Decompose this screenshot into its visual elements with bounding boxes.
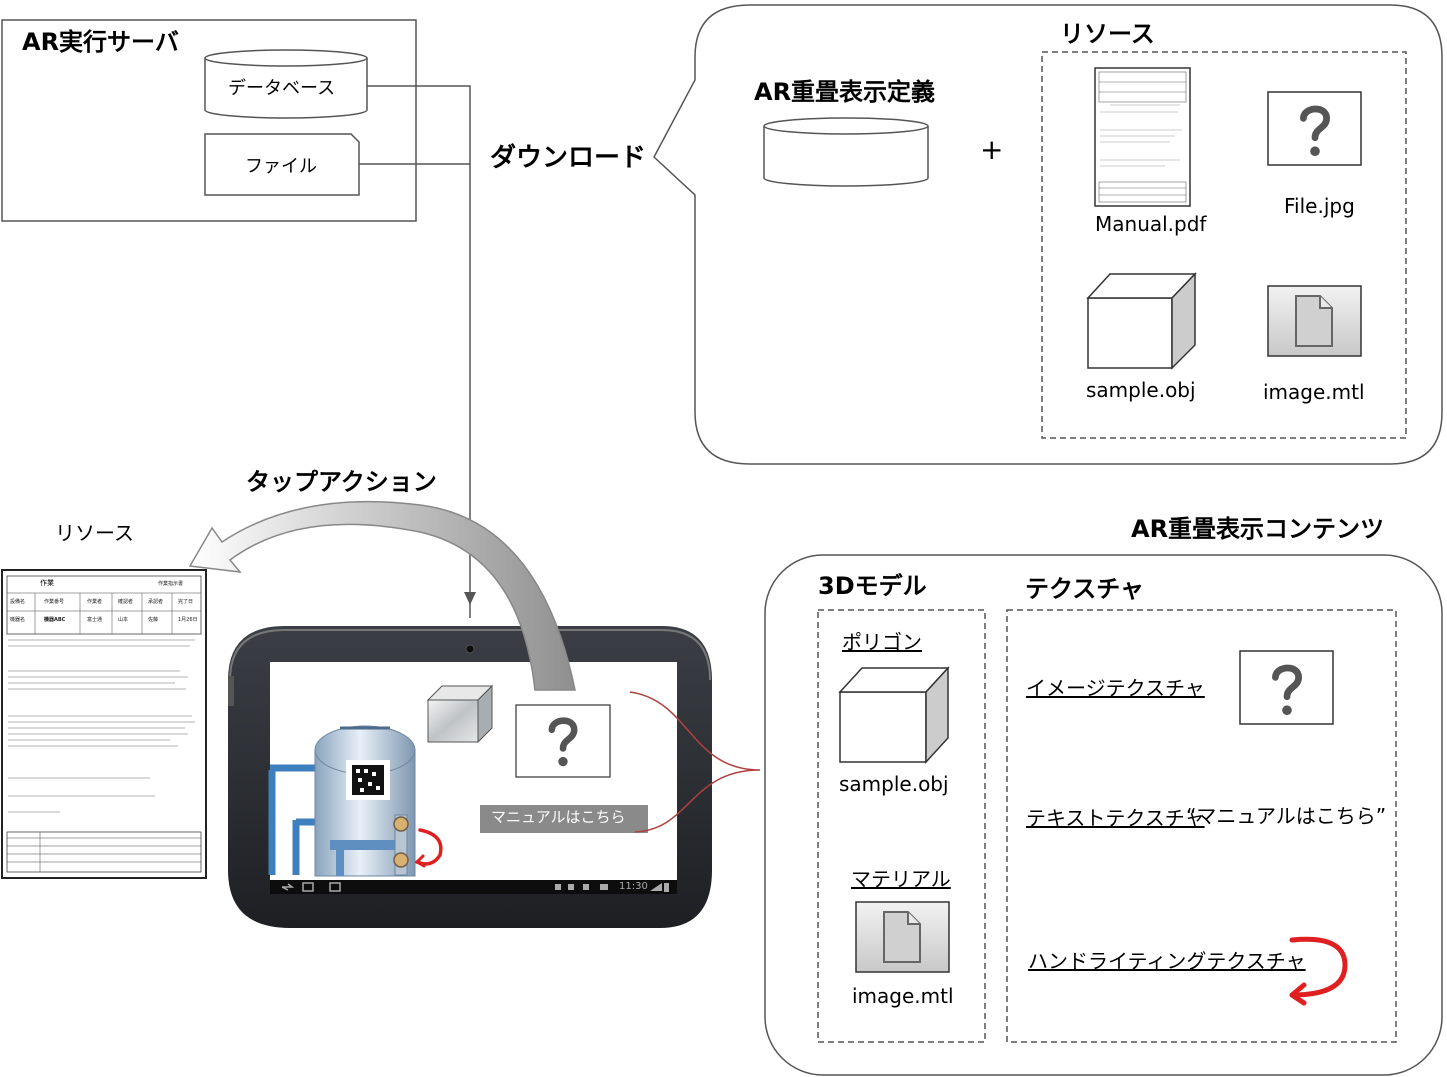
manual-button-label[interactable]: マニュアルはこちら xyxy=(491,808,626,826)
file-jpg-label: File.jpg xyxy=(1284,194,1355,218)
file-label: ファイル xyxy=(245,156,317,177)
text-texture-value: “マニュアルはこちら” xyxy=(1186,804,1387,828)
manual-doc-cell: 佐藤 xyxy=(148,617,159,623)
texture-box xyxy=(1006,609,1397,1043)
server-title: AR実行サーバ xyxy=(22,28,179,56)
resources-title: リソース xyxy=(1060,20,1155,48)
mtl-file-icon xyxy=(1295,295,1333,347)
ar-definition-database-icon xyxy=(763,117,929,187)
text-texture-label: テキストテクスチャ xyxy=(1026,806,1205,830)
database-icon xyxy=(204,49,368,119)
image-mtl-label: image.mtl xyxy=(1263,380,1365,404)
material-file-icon xyxy=(883,911,921,963)
manual-doc-cell: 確認者 xyxy=(118,599,134,605)
download-arrowhead xyxy=(464,592,476,605)
status-time: 11:30 xyxy=(619,881,648,892)
handwriting-icon xyxy=(1289,936,1348,1006)
manual-doc-header-right: 作業指示書 xyxy=(158,581,184,587)
material-label: マテリアル xyxy=(851,867,951,891)
manual-doc-cell: 完了日 xyxy=(178,599,194,605)
manual-button-bg[interactable] xyxy=(480,805,648,833)
tap-action-label: タップアクション xyxy=(246,468,437,496)
server-to-tablet-line xyxy=(367,85,471,618)
manual-doc-cell: 機器ABC xyxy=(44,617,66,623)
polygon-cube-icon xyxy=(838,666,950,764)
cube-icon xyxy=(1086,272,1197,370)
manual-doc-title: 作業 xyxy=(40,579,54,587)
manual-doc-cell: 設備名 xyxy=(10,599,26,605)
image-texture-label: イメージテクスチャ xyxy=(1026,676,1205,700)
database-label: データベース xyxy=(228,78,336,99)
manual-pdf-label: Manual.pdf xyxy=(1095,212,1207,236)
status-bar xyxy=(270,880,677,894)
handwriting-texture-label: ハンドライティングテクスチャ xyxy=(1028,949,1306,973)
manual-doc-cell: 承認者 xyxy=(148,599,164,605)
download-label: ダウンロード xyxy=(490,143,647,173)
tank-illustration xyxy=(268,725,443,877)
plus-sign: + xyxy=(980,133,1004,166)
texture-title: テクスチャ xyxy=(1025,575,1145,603)
manual-pdf-icon xyxy=(1094,67,1191,207)
file-icon xyxy=(204,133,360,196)
manual-doc-cell: 山本 xyxy=(118,617,129,623)
resources-box xyxy=(1041,51,1407,439)
contents-title: AR重畳表示コンテンツ xyxy=(1131,515,1385,543)
manual-doc-cell: 1月26日 xyxy=(178,617,198,623)
manual-doc-cell: 作業番号 xyxy=(44,599,65,605)
polygon-label: ポリゴン xyxy=(842,630,922,654)
textured-cube xyxy=(426,684,494,744)
manual-document xyxy=(1,569,207,879)
model-title: 3Dモデル xyxy=(818,572,927,600)
manual-doc-cell: 富士通 xyxy=(87,617,103,623)
tap-action-arrow xyxy=(188,500,576,691)
sample-obj-label: sample.obj xyxy=(1086,378,1196,402)
callout-curve xyxy=(629,691,761,833)
ar-definition-label: AR重畳表示定義 xyxy=(754,78,936,106)
material-file-label: image.mtl xyxy=(852,984,954,1008)
manual-doc-cell: 作業者 xyxy=(87,599,103,605)
model-box xyxy=(817,609,986,1043)
tap-resource-label: リソース xyxy=(55,521,134,545)
polygon-file-label: sample.obj xyxy=(839,772,949,796)
manual-doc-cell: 機器名 xyxy=(10,617,26,623)
